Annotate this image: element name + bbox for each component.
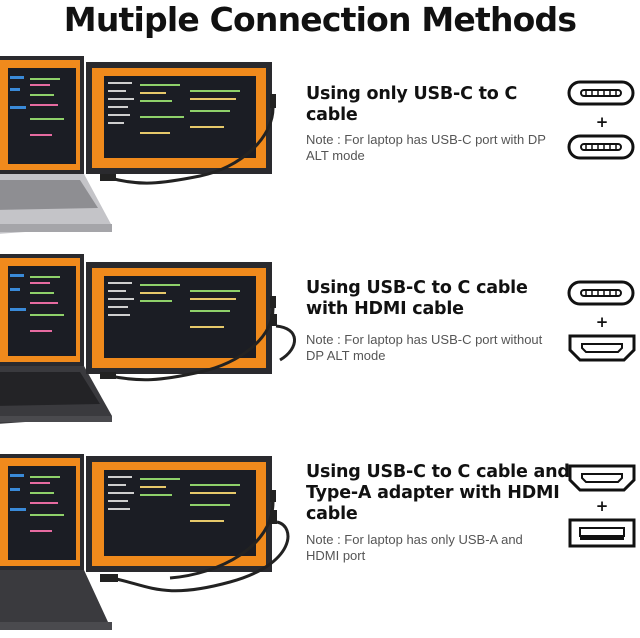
method-note: Note : For laptop has USB-C port without… <box>306 332 543 363</box>
port-group: + <box>566 78 638 198</box>
usb-c-port-icon <box>567 280 635 306</box>
method-heading: Using USB-C to C cable and Type-A adapte… <box>306 462 570 524</box>
port-group: + <box>566 462 638 582</box>
port-group: + <box>566 278 638 398</box>
method-heading: Using USB-C to C cable with HDMI cable <box>306 278 528 319</box>
method-note: Note : For laptop has only USB-A and HDM… <box>306 532 523 563</box>
plus-sign: + <box>595 497 609 515</box>
plus-sign: + <box>595 313 609 331</box>
laptop-with-attached-monitor-image <box>0 254 296 424</box>
laptop-with-attached-monitor-image <box>0 56 276 234</box>
hdmi-port-icon <box>568 464 636 492</box>
method-row-usb-c-only: Using only USB-C to C cable Note : For l… <box>0 48 640 238</box>
method-row-usb-c-with-hdmi: Using USB-C to C cable with HDMI cable N… <box>0 248 640 438</box>
hdmi-port-icon <box>568 334 636 362</box>
usb-c-port-icon <box>567 80 635 106</box>
page-title: Mutiple Connection Methods <box>63 0 577 39</box>
usb-a-port-icon <box>568 518 636 548</box>
plus-sign: + <box>595 113 609 131</box>
laptop-with-attached-monitor-image <box>0 454 290 630</box>
method-row-usb-a-adapter-with-hdmi: Using USB-C to C cable and Type-A adapte… <box>0 446 640 636</box>
method-note: Note : For laptop has USB-C port with DP… <box>306 132 546 163</box>
method-heading: Using only USB-C to C cable <box>306 84 518 125</box>
usb-c-port-icon <box>567 134 635 160</box>
